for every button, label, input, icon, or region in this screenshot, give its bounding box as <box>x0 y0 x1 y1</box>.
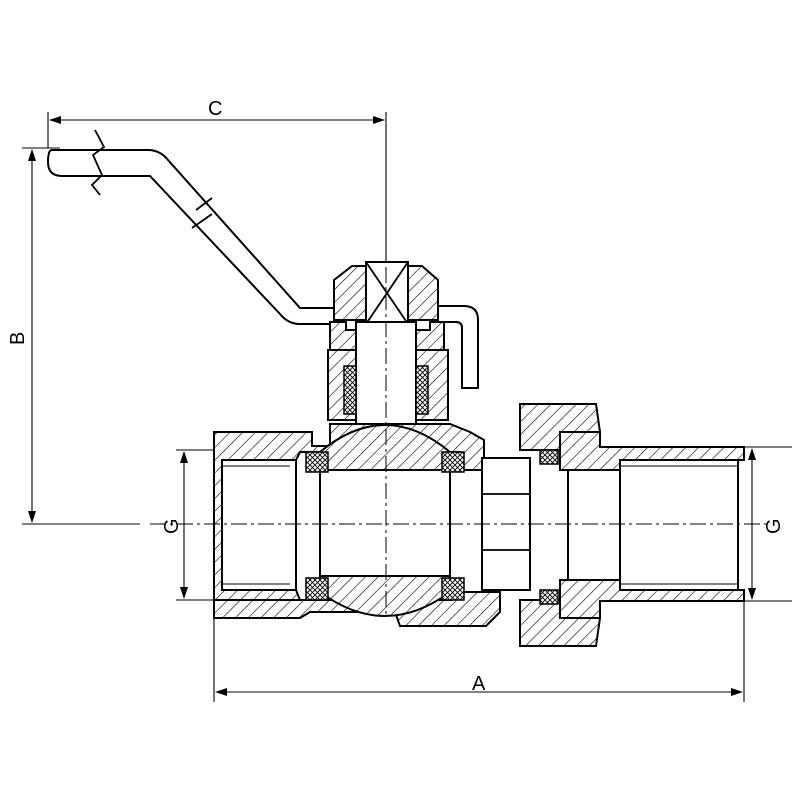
dimension-c: C <box>47 98 387 262</box>
dimension-a-label: A <box>472 673 486 695</box>
tailpiece <box>559 431 745 619</box>
union-nut <box>481 403 602 647</box>
ball <box>305 424 465 617</box>
dimension-b-label: B <box>7 332 29 345</box>
lever-handle <box>46 129 479 389</box>
dimension-b: B <box>7 147 140 525</box>
dimension-g-left-label: G <box>161 518 183 534</box>
dimension-c-label: C <box>208 98 222 120</box>
dimension-g-right-label: G <box>763 518 785 534</box>
dimension-a: A <box>213 600 745 702</box>
center-lines <box>150 240 770 616</box>
dimension-g-left: G <box>161 449 214 601</box>
